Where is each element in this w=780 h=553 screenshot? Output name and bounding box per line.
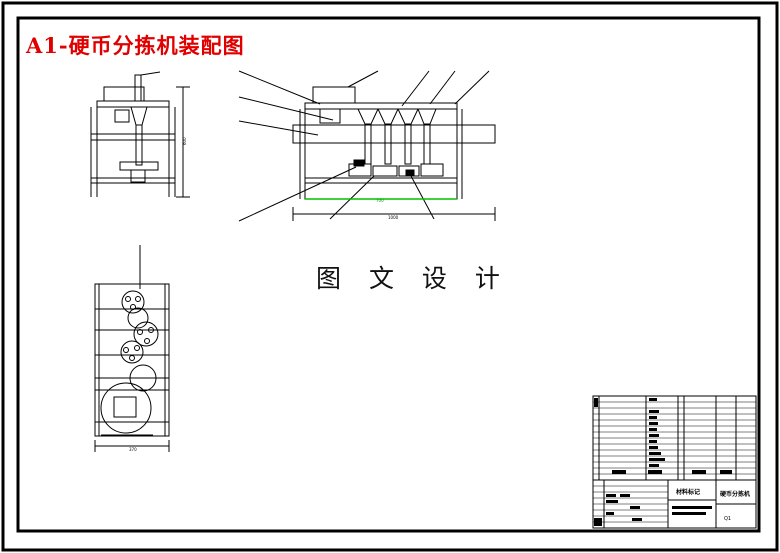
front-total-dim: 1000 [388,215,399,220]
top-width-dim: 370 [129,447,137,452]
parts-list [592,395,757,481]
title-block-note: 材料标记 [675,488,700,496]
front-width-dim: 700 [376,198,384,203]
title-block [592,479,757,529]
side-view [90,71,190,198]
side-height-dim: 600 [182,137,187,145]
title-block-sheet: Q1 [724,516,731,522]
top-view [94,245,170,452]
title-block-name: 硬币分拣机 [720,490,750,498]
drawing-title: A1-硬币分拣机装配图 [26,33,245,58]
watermark-text: 图 文 设 计 [316,264,510,293]
inner-border [16,16,761,533]
